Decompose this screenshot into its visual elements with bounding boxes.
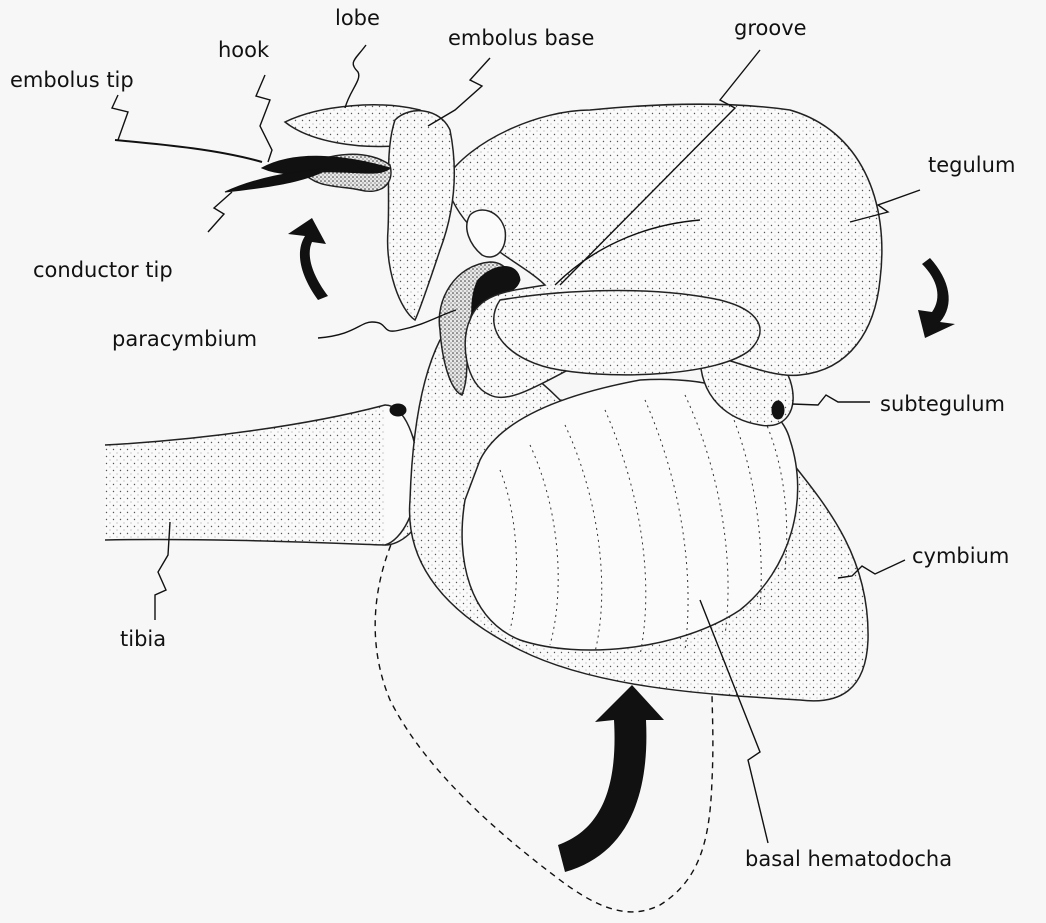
label-paracymbium: paracymbium (112, 327, 257, 351)
embolus-base-shape (388, 111, 455, 320)
label-cymbium: cymbium (912, 544, 1009, 568)
label-tegulum: tegulum (928, 153, 1015, 177)
label-conductor-tip: conductor tip (33, 258, 173, 282)
tibia-knob (390, 404, 406, 416)
label-subtegulum: subtegulum (880, 392, 1005, 416)
tegulum-fold (494, 291, 760, 375)
subtegulum-spot (772, 401, 784, 419)
label-lobe: lobe (335, 6, 380, 30)
label-groove: groove (734, 16, 807, 40)
embolus-filament (115, 140, 262, 162)
tibia-segment (105, 405, 426, 545)
label-embolus-base: embolus base (448, 26, 594, 50)
rotation-arrow-bottom (558, 685, 664, 872)
label-basal-hematodocha: basal hematodocha (745, 847, 952, 871)
rotation-arrow-left (288, 218, 328, 300)
label-hook: hook (218, 38, 270, 62)
label-tibia: tibia (120, 627, 166, 651)
rotation-arrow-right (918, 258, 955, 338)
label-embolus-tip: embolus tip (10, 68, 134, 92)
